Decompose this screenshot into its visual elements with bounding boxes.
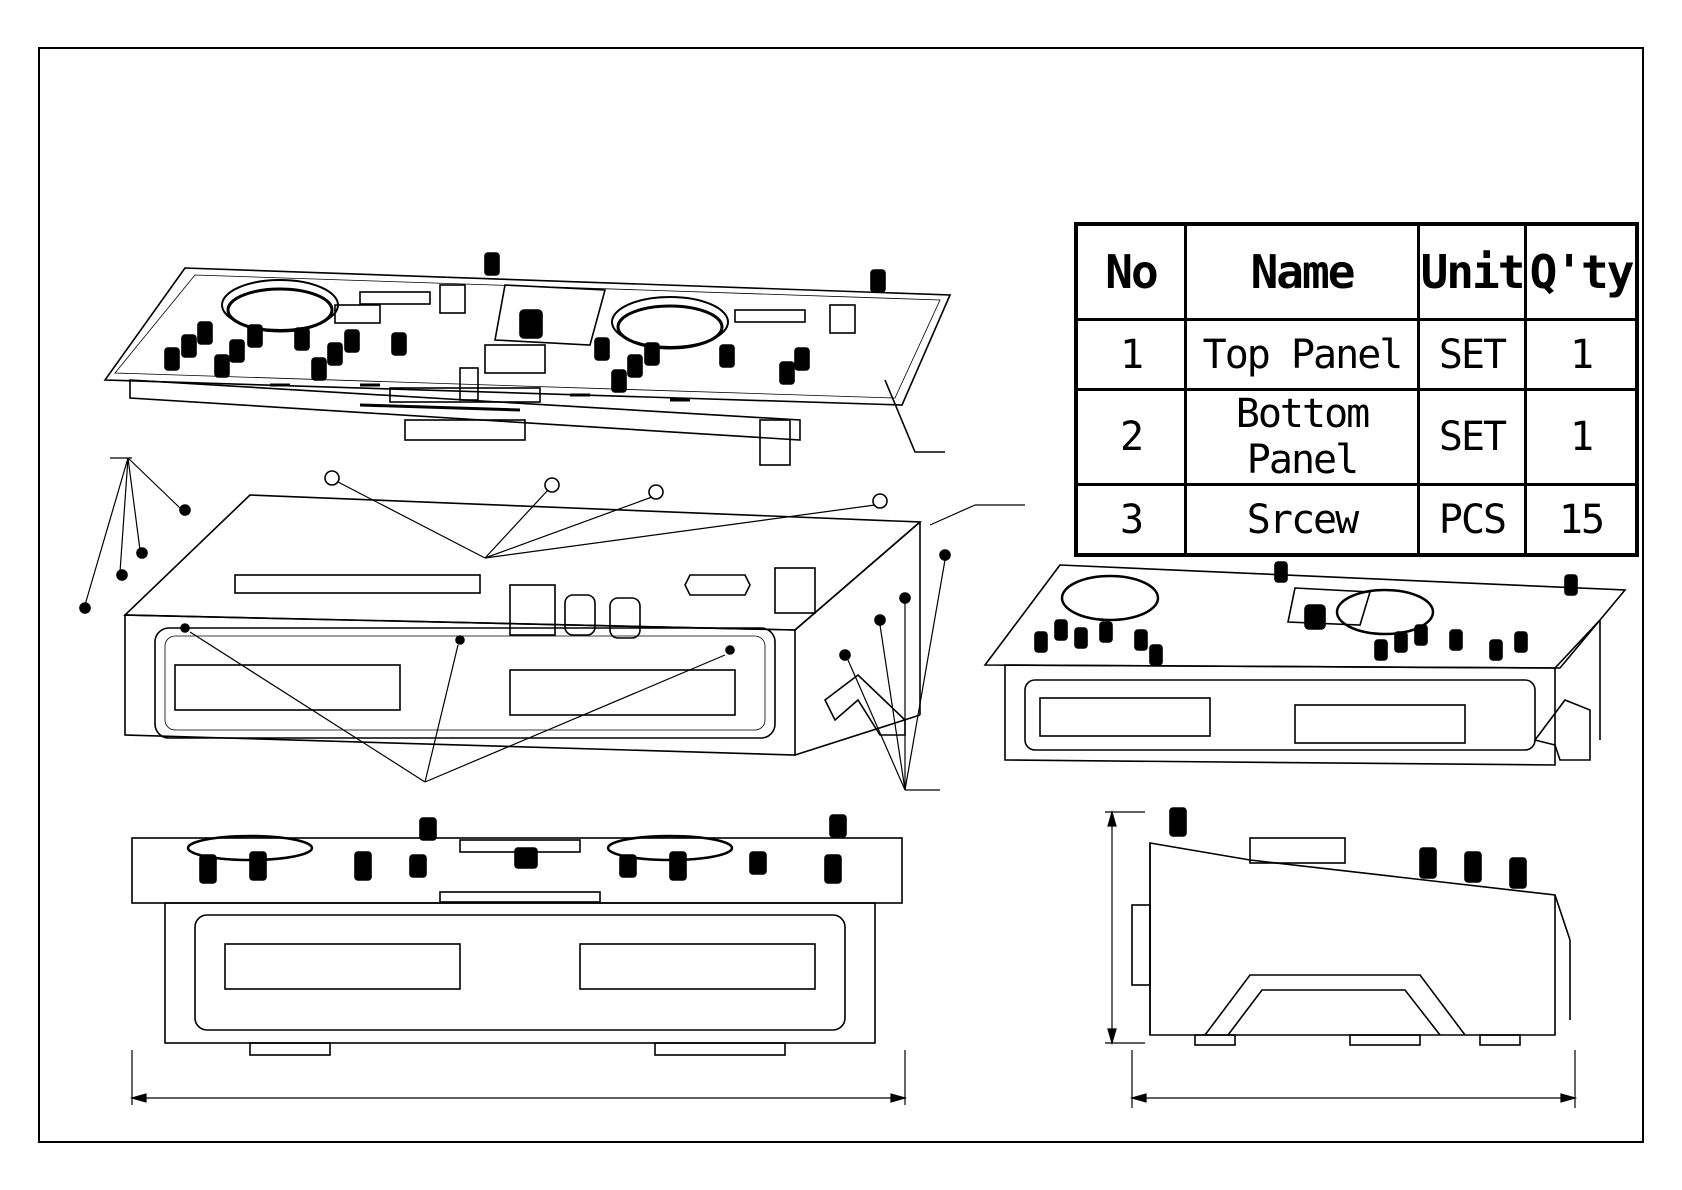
table-row: 2 Bottom Panel SET 1 — [1076, 390, 1637, 485]
bom-cell-unit: SET — [1419, 320, 1526, 390]
bom-cell-qty: 15 — [1526, 485, 1638, 556]
side-view — [1132, 838, 1570, 1045]
bom-cell-unit: PCS — [1419, 485, 1526, 556]
bottom-panel-exploded — [125, 495, 920, 755]
bom-header-qty: Q'ty — [1526, 224, 1638, 320]
table-row: 3 Srcew PCS 15 — [1076, 485, 1637, 556]
bom-cell-qty: 1 — [1526, 390, 1638, 485]
bottom-panel-screws — [80, 505, 950, 660]
bom-cell-no: 3 — [1076, 485, 1186, 556]
top-screw-washers — [325, 471, 887, 508]
top-panel-exploded — [105, 268, 950, 465]
bom-cell-no: 1 — [1076, 320, 1186, 390]
bom-cell-name: Bottom Panel — [1186, 390, 1419, 485]
bom-cell-no: 2 — [1076, 390, 1186, 485]
bom-header-unit: Unit — [1419, 224, 1526, 320]
table-row: 1 Top Panel SET 1 — [1076, 320, 1637, 390]
bom-cell-name: Top Panel — [1186, 320, 1419, 390]
front-view-knobs — [200, 815, 846, 883]
bom-cell-unit: SET — [1419, 390, 1526, 485]
leader-top-panel — [885, 380, 945, 452]
front-width-dimension — [132, 1050, 905, 1105]
bom-header-no: No — [1076, 224, 1186, 320]
bom-cell-name: Srcew — [1186, 485, 1419, 556]
assembled-isometric-knobs — [1035, 562, 1577, 665]
front-view — [132, 836, 902, 1055]
assembled-isometric-view — [985, 565, 1625, 765]
bill-of-materials-table: No Name Unit Q'ty 1 Top Panel SET 1 2 Bo… — [1074, 222, 1639, 557]
bom-header-row: No Name Unit Q'ty — [1076, 224, 1637, 320]
side-dimensions — [1105, 812, 1575, 1108]
bom-cell-qty: 1 — [1526, 320, 1638, 390]
side-view-knobs — [1170, 808, 1526, 888]
bom-header-name: Name — [1186, 224, 1419, 320]
